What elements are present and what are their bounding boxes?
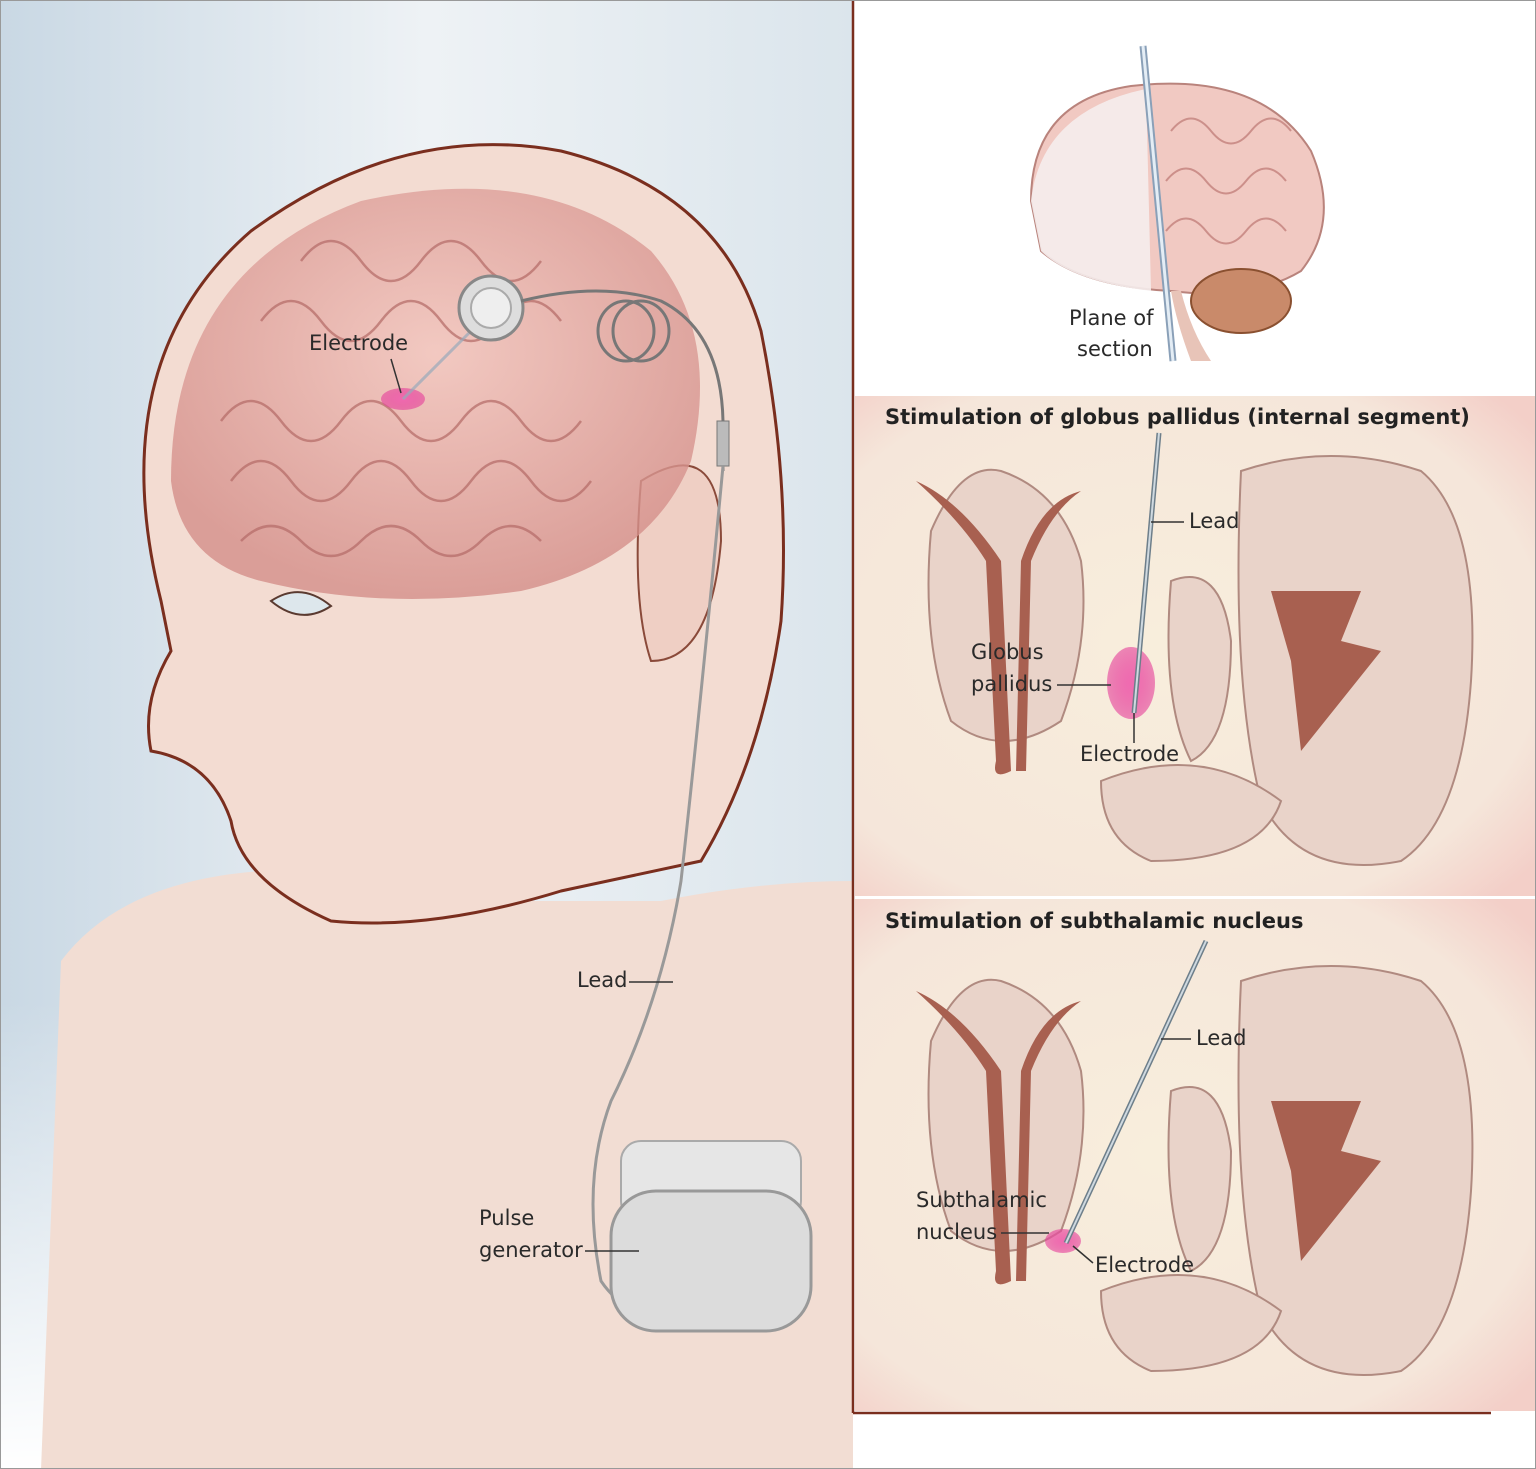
cerebellum (1190, 268, 1292, 334)
gp-electrode-label: Electrode (1080, 742, 1180, 766)
pulse-generator (609, 1189, 813, 1333)
subthalamic-nucleus-target (1045, 1229, 1081, 1253)
globus-pallidus-label-2: pallidus (971, 672, 1053, 696)
head-electrode-label: Electrode (309, 331, 409, 355)
stn-lead-label: Lead (1196, 1026, 1247, 1050)
gp-panel-title: Stimulation of globus pallidus (internal… (885, 405, 1470, 429)
stn-electrode-label: Electrode (1095, 1253, 1195, 1277)
eye (269, 591, 333, 616)
pulse-generator-label-1: Pulse (479, 1206, 535, 1230)
globus-pallidus-target (1107, 647, 1155, 719)
section-panel-gp (855, 396, 1535, 896)
pulse-generator-label-2: generator (479, 1238, 583, 1262)
subthalamic-nucleus-label-1: Subthalamic (916, 1188, 1047, 1212)
gp-lead-label: Lead (1189, 509, 1240, 533)
section-panel-stn (855, 899, 1535, 1411)
plane-of-section-label-2: section (1077, 337, 1153, 361)
subthalamic-nucleus-label-2: nucleus (916, 1220, 998, 1244)
globus-pallidus-label-1: Globus (971, 640, 1044, 664)
plane-of-section-label-1: Plane of (1069, 306, 1154, 330)
stn-panel-title: Stimulation of subthalamic nucleus (885, 909, 1304, 933)
head-lead-label: Lead (577, 968, 628, 992)
